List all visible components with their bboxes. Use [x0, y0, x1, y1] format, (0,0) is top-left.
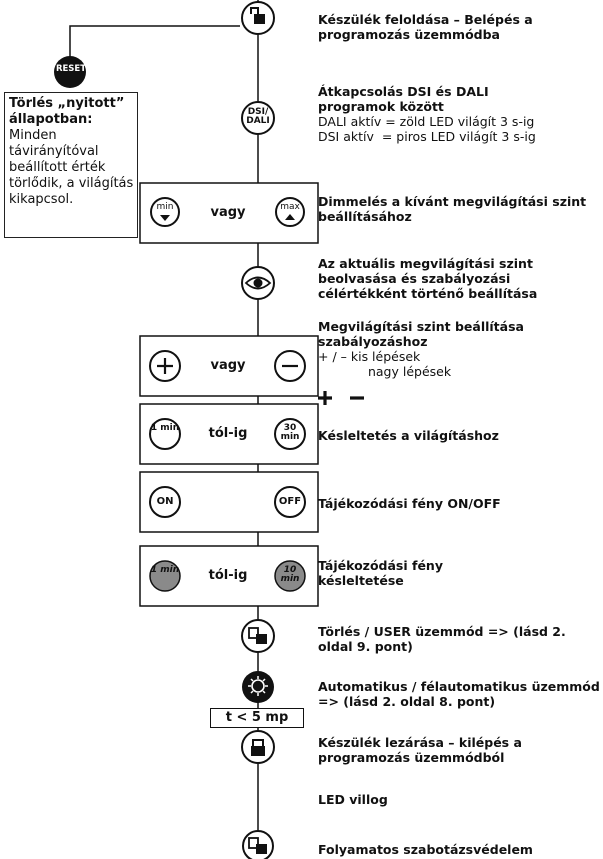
step-dimming: Dimmelés a kívánt megvilágítási szint be…: [318, 194, 587, 224]
led-timer-label: t < 5 mp: [210, 708, 304, 728]
one-min-label: 1 min: [150, 423, 180, 433]
step-read-level: Az aktuális megvilágítási szint beolvasá…: [318, 256, 538, 301]
reset-label: RESET: [55, 64, 87, 74]
orient-ten-min-button[interactable]: [274, 560, 306, 592]
on-label: ON: [156, 496, 174, 507]
orient-one-min-label: 1 min: [150, 565, 180, 575]
tamper-icon[interactable]: [242, 830, 274, 859]
step-led-blink: LED villog: [318, 792, 388, 807]
min-button[interactable]: [150, 197, 180, 227]
step-delay: Késleltetés a világításhoz: [318, 428, 499, 443]
min-label: min: [156, 202, 174, 212]
orient-range-label: tól-ig: [208, 568, 248, 583]
delay-range-label: tól-ig: [208, 426, 248, 441]
step-set-level: Megvilágítási szint beállítása szabályoz…: [318, 319, 578, 379]
one-min-button[interactable]: [149, 418, 181, 450]
step-lock: Készülék lezárása – kilépés a programozá…: [318, 735, 522, 765]
thirty-min-label: 30 min: [280, 423, 300, 442]
dsi-dali-label: DSI/ DALI: [246, 107, 270, 126]
step-dsi-dali: Átkapcsolás DSI és DALI programok között…: [318, 84, 536, 144]
unlock-icon[interactable]: [241, 1, 275, 35]
lock-icon[interactable]: [241, 730, 275, 764]
dsi-dali-button[interactable]: [241, 101, 275, 135]
step-set-level-big: + / — nagy lépések: [364, 364, 452, 379]
step-orient-onoff: Tájékozódási fény ON/OFF: [318, 496, 501, 511]
plus-button[interactable]: [149, 350, 181, 382]
step-auto-mode: Automatikus / félautomatikus üzemmód => …: [318, 679, 600, 709]
off-label: OFF: [278, 496, 302, 507]
step-user-mode: Törlés / USER üzemmód => (lásd 2. oldal …: [318, 624, 566, 654]
level-or-label: vagy: [210, 358, 246, 373]
reset-button[interactable]: [54, 56, 86, 88]
eye-button[interactable]: [241, 266, 275, 300]
orient-one-min-button[interactable]: [149, 560, 181, 592]
reset-branch-line: [69, 25, 240, 58]
on-button[interactable]: [149, 486, 181, 518]
step-orient-delay: Tájékozódási fény késleltetése: [318, 558, 443, 588]
auto-mode-icon[interactable]: [242, 671, 274, 703]
big-step-icon: [318, 391, 364, 405]
reset-note: Törlés „nyitott” állapotban: Minden távi…: [4, 92, 138, 238]
reset-note-body: Minden távirányítóval beállított érték t…: [9, 128, 134, 207]
off-button[interactable]: [274, 486, 306, 518]
orient-ten-min-label: 10 min: [280, 565, 300, 584]
reset-note-title: Törlés „nyitott” állapotban:: [9, 96, 125, 127]
max-label: max: [280, 202, 300, 212]
user-mode-icon[interactable]: [241, 619, 275, 653]
dimming-or-label: vagy: [210, 205, 246, 220]
max-button[interactable]: [275, 197, 305, 227]
step-tamper: Folyamatos szabotázsvédelem: [318, 842, 533, 857]
step-unlock: Készülék feloldása – Belépés a programoz…: [318, 12, 533, 42]
minus-button[interactable]: [274, 350, 306, 382]
thirty-min-button[interactable]: [274, 418, 306, 450]
